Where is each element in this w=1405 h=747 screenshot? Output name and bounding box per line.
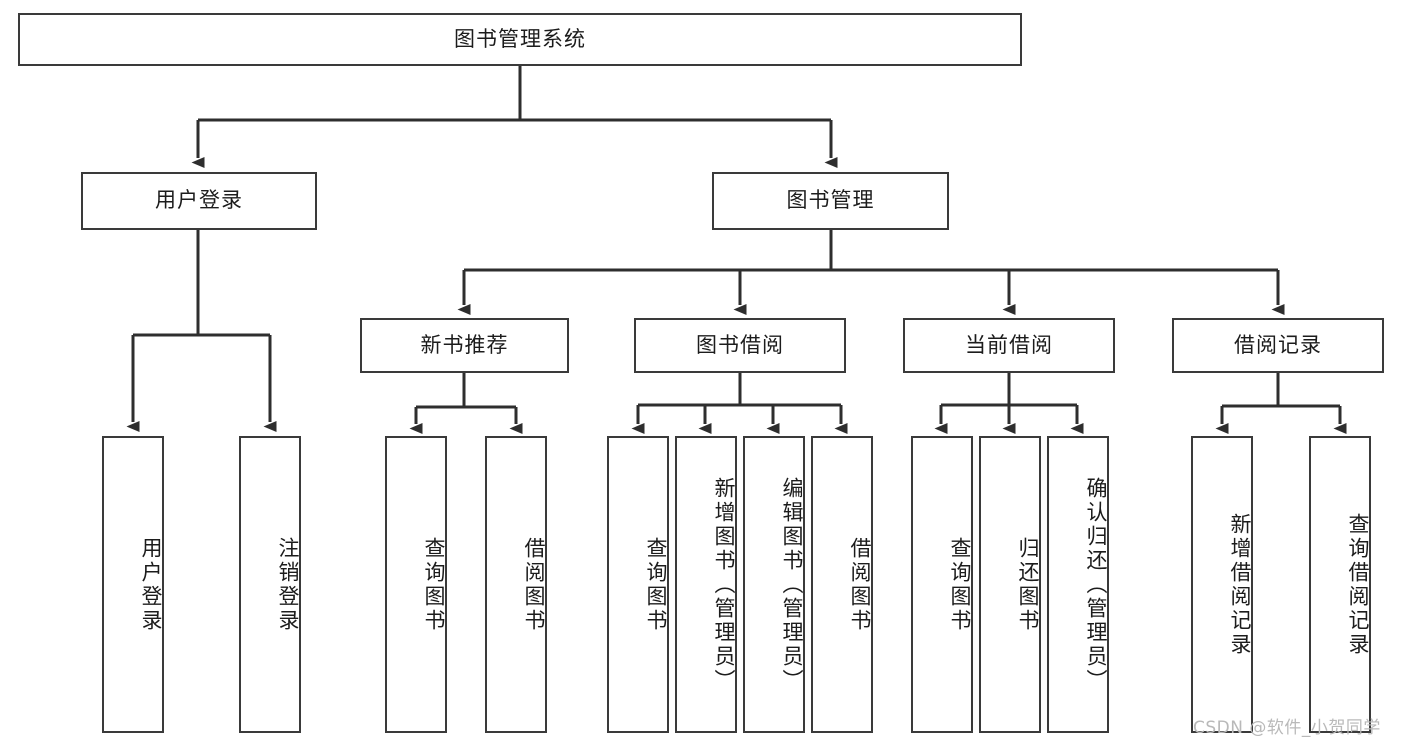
leaf-borrow-book-3[interactable]: 借阅图书	[811, 436, 873, 733]
leaf-borrow-record-0-label: 新增借阅记录	[1228, 512, 1252, 657]
leaf-current-borrow-0-label: 查询图书	[948, 536, 972, 633]
node-book-management-label: 图书管理	[786, 188, 875, 213]
node-root[interactable]: 图书管理系统	[18, 13, 1022, 66]
node-book-borrow-label: 图书借阅	[696, 332, 784, 357]
leaf-borrow-record-1-label: 查询借阅记录	[1346, 512, 1370, 657]
node-new-book-recommend[interactable]: 新书推荐	[360, 318, 569, 373]
leaf-borrow-record-0[interactable]: 新增借阅记录	[1191, 436, 1253, 733]
leaf-new-book-1-label: 借阅图书	[522, 536, 546, 633]
leaf-borrow-record-1[interactable]: 查询借阅记录	[1309, 436, 1371, 733]
leaf-borrow-book-0[interactable]: 查询图书	[607, 436, 669, 733]
leaf-new-book-0[interactable]: 查询图书	[385, 436, 447, 733]
node-new-book-recommend-label: 新书推荐	[420, 332, 509, 357]
node-borrow-record-label: 借阅记录	[1234, 332, 1322, 357]
leaf-user-login-0-label: 用户登录	[139, 536, 163, 633]
leaf-user-login-0[interactable]: 用户登录	[102, 436, 164, 733]
node-root-label: 图书管理系统	[454, 26, 586, 51]
leaf-borrow-book-2-label: 编辑图书（管理员）	[780, 476, 804, 693]
node-book-management[interactable]: 图书管理	[712, 172, 949, 230]
leaf-current-borrow-1[interactable]: 归还图书	[979, 436, 1041, 733]
node-current-borrow[interactable]: 当前借阅	[903, 318, 1115, 373]
node-user-login[interactable]: 用户登录	[81, 172, 317, 230]
leaf-current-borrow-2-label: 确认归还（管理员）	[1084, 476, 1108, 693]
node-current-borrow-label: 当前借阅	[965, 332, 1053, 357]
leaf-borrow-book-3-label: 借阅图书	[848, 536, 872, 633]
leaf-current-borrow-2[interactable]: 确认归还（管理员）	[1047, 436, 1109, 733]
node-borrow-record[interactable]: 借阅记录	[1172, 318, 1384, 373]
leaf-user-login-1[interactable]: 注销登录	[239, 436, 301, 733]
leaf-borrow-book-1-label: 新增图书（管理员）	[712, 476, 736, 693]
leaf-current-borrow-1-label: 归还图书	[1016, 536, 1040, 633]
leaf-borrow-book-2[interactable]: 编辑图书（管理员）	[743, 436, 805, 733]
node-book-borrow[interactable]: 图书借阅	[634, 318, 846, 373]
leaf-borrow-book-0-label: 查询图书	[644, 536, 668, 633]
csdn-watermark: CSDN @软件_小贺同学	[1193, 718, 1381, 738]
leaf-borrow-book-1[interactable]: 新增图书（管理员）	[675, 436, 737, 733]
leaf-new-book-1[interactable]: 借阅图书	[485, 436, 547, 733]
leaf-user-login-1-label: 注销登录	[276, 536, 300, 633]
node-user-login-label: 用户登录	[155, 188, 243, 213]
leaf-new-book-0-label: 查询图书	[422, 536, 446, 633]
leaf-current-borrow-0[interactable]: 查询图书	[911, 436, 973, 733]
